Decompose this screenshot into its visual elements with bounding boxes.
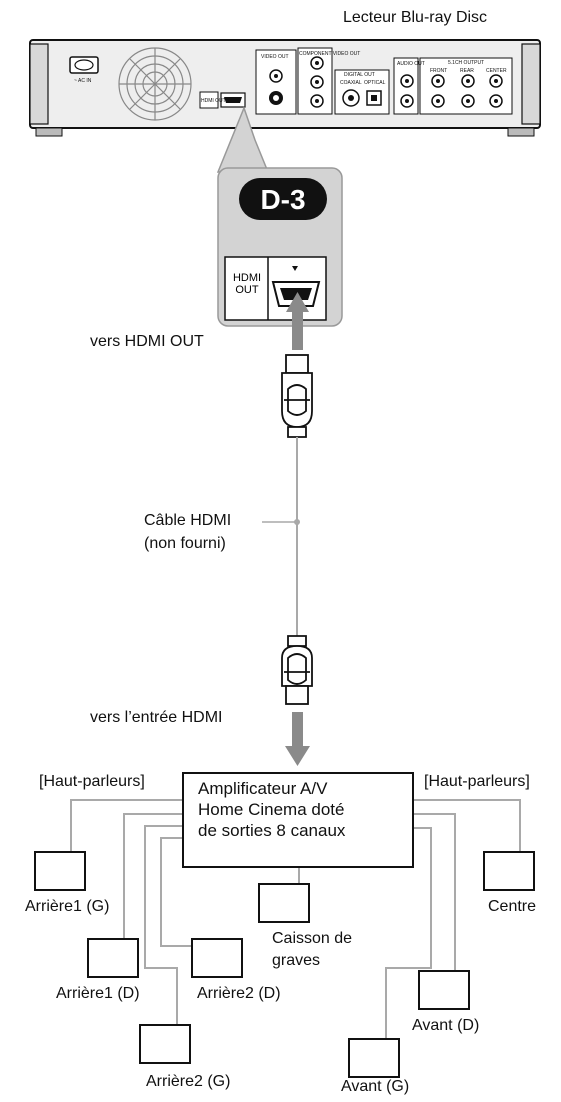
arrow-down-icon <box>285 712 310 766</box>
speaker-subwoofer-label-line2: graves <box>272 952 321 969</box>
speaker-rear1-left <box>34 851 86 891</box>
optical-label: OPTICAL <box>364 80 386 86</box>
callout-hdmi-line1: HDMI <box>233 272 261 284</box>
speaker-front-right <box>418 970 470 1010</box>
to-hdmi-in-label: vers l’entrée HDMI <box>90 709 223 726</box>
digital-out-label: DIGITAL OUT <box>344 72 375 78</box>
speaker-rear2-right <box>191 938 243 978</box>
hdmi-plug-top-icon <box>281 354 313 438</box>
center-label: CENTER <box>486 68 507 74</box>
speaker-front-right-label: Avant (D) <box>412 1017 480 1034</box>
speaker-rear1-right-label: Arrière1 (D) <box>56 985 140 1002</box>
audio-out-label: AUDIO OUT <box>397 61 425 67</box>
cable-label-line2: (non fourni) <box>144 535 226 552</box>
speaker-rear1-right <box>87 938 139 978</box>
amplifier-line1: Amplificateur A/V <box>198 779 328 798</box>
speaker-rear2-right-label: Arrière2 (D) <box>197 985 281 1002</box>
arrow-up-icon <box>286 292 309 350</box>
ac-in-label: ~ AC IN <box>74 78 92 84</box>
amplifier-line2: Home Cinema doté <box>198 800 345 819</box>
speaker-rear2-left-label: Arrière2 (G) <box>146 1073 231 1090</box>
bluray-player-rear-panel: ~ AC IN HDMI OUT VIDEO OUT COMPONENT VID… <box>29 39 541 137</box>
component-label: COMPONENT VIDEO OUT <box>299 51 360 57</box>
panel-hdmi-label: HDMI OUT <box>201 98 226 104</box>
hdmi-plug-bottom-icon <box>281 635 313 705</box>
video-out-label: VIDEO OUT <box>261 54 289 60</box>
d3-badge-text: D-3 <box>260 184 305 215</box>
speaker-subwoofer-label-line1: Caisson de <box>272 930 353 947</box>
to-hdmi-out-label: vers HDMI OUT <box>90 333 204 350</box>
amplifier-line3: de sorties 8 canaux <box>198 821 346 840</box>
speaker-center <box>483 851 535 891</box>
speakers-right-label: [Haut-parleurs] <box>424 773 530 790</box>
callout-hdmi-line2: OUT <box>235 284 259 296</box>
speaker-center-label: Centre <box>488 898 537 915</box>
speaker-front-left <box>348 1038 400 1078</box>
cable-label-line1: Câble HDMI <box>144 512 232 529</box>
rear-label: REAR <box>460 68 474 74</box>
hdmi-port-icon <box>271 281 321 307</box>
ch-output-label: 5.1CH OUTPUT <box>448 60 484 66</box>
speaker-subwoofer <box>258 883 310 923</box>
coaxial-label: COAXIAL <box>340 80 362 86</box>
front-label: FRONT <box>430 68 447 74</box>
player-title: Lecteur Blu-ray Disc <box>343 9 488 26</box>
d3-badge <box>239 178 327 220</box>
speakers-left-label: [Haut-parleurs] <box>39 773 145 790</box>
speaker-front-left-label: Avant (G) <box>341 1078 410 1095</box>
speaker-rear1-left-label: Arrière1 (G) <box>25 898 110 915</box>
av-amplifier-box: Amplificateur A/V Home Cinema doté de so… <box>182 772 414 868</box>
speaker-rear2-left <box>139 1024 191 1064</box>
